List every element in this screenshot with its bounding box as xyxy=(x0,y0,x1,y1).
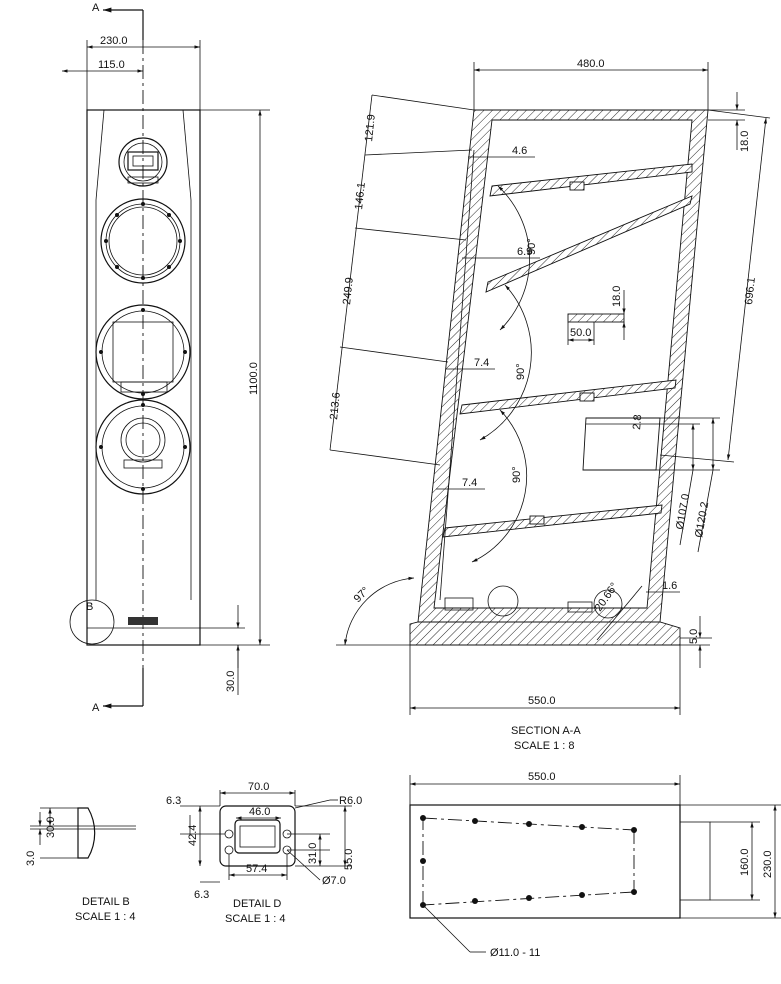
front-half-width-dim: 115.0 xyxy=(98,59,125,71)
bottom-port-height: 160.0 xyxy=(739,848,751,876)
detail-b-scale: SCALE 1 : 4 xyxy=(75,911,136,923)
sec-seg2: 146.1 xyxy=(353,182,368,211)
detail-b-thickness: 3.0 xyxy=(25,851,37,866)
terminal-plate xyxy=(128,617,158,625)
sec-seg4: 213.6 xyxy=(328,392,343,421)
front-plinth-dim: 30.0 xyxy=(225,671,237,692)
detail-d-inner-width: 46.0 xyxy=(249,806,270,818)
sec-angle1: 90° xyxy=(526,238,538,255)
sec-brace3: 7.4 xyxy=(474,357,489,369)
detail-d-hole-span-v: 42.4 xyxy=(187,825,199,846)
sec-angle2: 90° xyxy=(515,363,527,380)
detail-d-edge-bottom: 6.3 xyxy=(194,889,209,901)
sec-brace2: 6.9 xyxy=(517,246,532,258)
sec-wall-gap: 1.6 xyxy=(662,580,677,592)
section-marker-top: A xyxy=(92,2,100,14)
sec-seg3: 249.9 xyxy=(341,277,356,306)
section-scale: SCALE 1 : 8 xyxy=(514,740,575,752)
detail-b: 30.0 3.0 DETAIL B SCALE 1 : 4 xyxy=(25,807,136,923)
detail-d-title: DETAIL D xyxy=(233,898,281,910)
detail-b-title: DETAIL B xyxy=(82,896,130,908)
detail-b-callout: B xyxy=(86,601,93,613)
section-marker-bottom: A xyxy=(92,702,100,714)
bottom-view: 550.0 160.0 230.0 Ø11.0 - 11 xyxy=(409,771,781,959)
bottom-width: 550.0 xyxy=(528,771,556,783)
woofer-3-icon xyxy=(95,399,191,495)
detail-d-hole-dia: Ø7.0 xyxy=(322,875,346,887)
detail-d-outer-height: 55.0 xyxy=(343,849,355,870)
front-width-dim: 230.0 xyxy=(100,35,128,47)
sec-top-panel: 18.0 xyxy=(739,131,751,152)
detail-d-edge-top: 6.3 xyxy=(166,795,181,807)
sec-base-width: 550.0 xyxy=(528,695,556,707)
sec-base-angle: 97° xyxy=(352,585,372,605)
sec-angle3: 90° xyxy=(511,466,523,483)
detail-d-scale: SCALE 1 : 4 xyxy=(225,913,286,925)
section-title: SECTION A-A xyxy=(511,725,581,737)
sec-strip-width: 50.0 xyxy=(570,327,591,339)
detail-d-hole-span-h: 57.4 xyxy=(246,863,267,875)
bottom-height: 230.0 xyxy=(762,850,774,878)
sec-port-outer: Ø120.2 xyxy=(693,501,711,539)
detail-b-height: 30.0 xyxy=(45,817,57,838)
front-view: A A 230.0 115.0 1100.0 30.0 xyxy=(61,2,270,714)
sec-back-height: 696.1 xyxy=(743,277,758,306)
section-view: 480.0 18.0 696.1 121.9 146.1 249.9 213.6… xyxy=(328,58,771,752)
sec-base-height: 5.0 xyxy=(688,629,700,644)
front-height-dim: 1100.0 xyxy=(248,362,260,395)
sec-seg1: 121.9 xyxy=(363,114,378,143)
sec-brace1: 4.6 xyxy=(512,145,527,157)
sec-port-inner: Ø107.0 xyxy=(674,493,692,531)
detail-d-hole-v: 31.0 xyxy=(307,843,319,864)
detail-d-radius: R6.0 xyxy=(339,795,362,807)
sec-strip-thickness: 18.0 xyxy=(611,286,623,307)
tweeter-icon xyxy=(118,137,168,187)
bottom-holes: Ø11.0 - 11 xyxy=(490,947,540,959)
sec-brace4: 7.4 xyxy=(462,477,477,489)
sec-top-width: 480.0 xyxy=(577,58,605,70)
woofer-2-icon xyxy=(95,304,191,400)
woofer-1-icon xyxy=(100,198,186,284)
detail-d-outer-width: 70.0 xyxy=(248,781,269,793)
detail-d: 70.0 46.0 R6.0 6.3 42.4 31.0 55.0 57.4 6… xyxy=(166,781,362,925)
sec-port-wall: 2.8 xyxy=(631,414,644,430)
